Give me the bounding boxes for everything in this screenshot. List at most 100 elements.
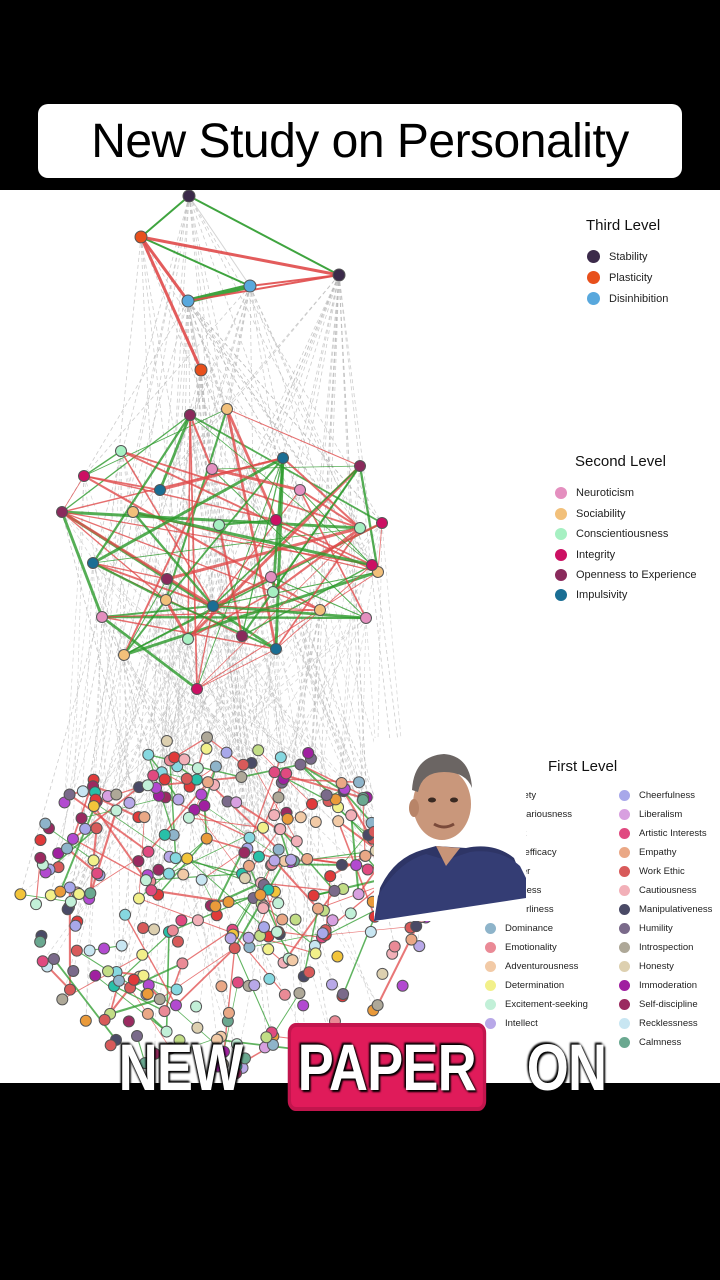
cross-level-edge: [141, 237, 165, 779]
legend-item-first-level: Introspection: [619, 942, 693, 953]
first-level-node: [68, 965, 79, 976]
first-level-node: [142, 988, 153, 999]
first-level-node: [202, 777, 213, 788]
first-level-node: [244, 832, 255, 843]
title-banner: New Study on Personality: [38, 104, 682, 178]
cross-level-edge: [216, 610, 320, 767]
first-level-node: [243, 932, 254, 943]
legend-item-first-level: Dominance: [485, 923, 553, 934]
legend-title-first: First Level: [548, 758, 617, 775]
legend-item-first-level: Work Ethic: [619, 866, 685, 877]
first-level-node: [275, 824, 286, 835]
first-level-node: [327, 915, 338, 926]
first-level-node: [64, 789, 75, 800]
cross-level-edge: [102, 196, 189, 617]
first-level-node: [279, 989, 290, 1000]
first-level-node: [120, 909, 131, 920]
first-level-node: [90, 970, 101, 981]
legend-dot: [555, 508, 567, 520]
first-level-node: [153, 864, 164, 875]
legend-dot: [485, 923, 496, 934]
first-level-node: [308, 890, 319, 901]
first-level-node: [176, 915, 187, 926]
presenter-video-inset: [374, 738, 526, 921]
second-level-node: [155, 485, 166, 496]
first-level-node: [295, 759, 306, 770]
second-level-node: [119, 650, 130, 661]
first-level-node: [99, 943, 110, 954]
first-level-node: [264, 973, 275, 984]
first-level-node: [253, 851, 264, 862]
first-level-node: [317, 928, 328, 939]
first-level-node: [259, 922, 270, 933]
second-level-node: [162, 574, 173, 585]
legend-dot: [619, 980, 630, 991]
first-level-node: [192, 763, 203, 774]
first-level-node: [336, 778, 347, 789]
first-level-node: [201, 833, 212, 844]
legend-dot: [619, 809, 630, 820]
first-level-node: [80, 823, 91, 834]
legend-item-first-level: Humility: [619, 923, 673, 934]
first-level-node: [167, 925, 178, 936]
cross-level-edge: [212, 286, 250, 469]
second-level-node: [116, 446, 127, 457]
second-level-node: [207, 464, 218, 475]
first-level-node: [31, 899, 42, 910]
first-level-node: [325, 871, 336, 882]
second-level-node: [367, 560, 378, 571]
first-level-node: [191, 774, 202, 785]
second-level-node: [377, 518, 388, 529]
first-level-node: [244, 860, 255, 871]
first-level-node: [48, 954, 59, 965]
first-level-node: [133, 856, 144, 867]
first-level-node: [231, 797, 242, 808]
first-level-node: [171, 984, 182, 995]
first-level-node: [307, 798, 318, 809]
first-level-node: [336, 859, 347, 870]
second-level-node: [315, 605, 326, 616]
first-level-node: [35, 936, 46, 947]
legend-dot: [587, 271, 600, 284]
cross-level-edge: [65, 563, 93, 802]
legend-item-first-level: Adventurousness: [485, 961, 578, 972]
first-level-node: [37, 956, 48, 967]
first-level-node: [229, 943, 240, 954]
legend-item-plasticity: Plasticity: [587, 271, 652, 284]
first-level-node: [76, 813, 87, 824]
legend-item-first-level: Emotionality: [485, 942, 557, 953]
first-level-node: [92, 868, 103, 879]
cross-level-edge: [119, 451, 121, 981]
first-level-node: [113, 975, 124, 986]
first-level-node: [236, 772, 247, 783]
first-level-node: [232, 977, 243, 988]
first-level-node: [143, 846, 154, 857]
network-figure: Third Level Stability Plasticity Disinhi…: [0, 190, 720, 1083]
second-level-edge: [190, 415, 197, 689]
legend-item-first-level: Empathy: [619, 847, 677, 858]
second-level-edge: [167, 528, 360, 579]
first-level-node: [191, 1001, 202, 1012]
legend-dot: [555, 487, 567, 499]
first-level-node: [170, 853, 181, 864]
first-level-node: [201, 743, 212, 754]
first-level-node: [179, 754, 190, 765]
first-level-node: [294, 988, 305, 999]
first-level-node: [159, 774, 170, 785]
second-level-edge: [62, 476, 84, 512]
second-level-edge: [283, 458, 360, 528]
first-level-node: [67, 833, 78, 844]
first-level-node: [142, 780, 153, 791]
first-level-node: [346, 810, 357, 821]
first-level-node: [202, 732, 213, 743]
legend-item-first-level: Honesty: [619, 961, 674, 972]
first-level-node: [216, 981, 227, 992]
second-level-node: [271, 644, 282, 655]
first-level-node: [223, 1007, 234, 1018]
first-level-node: [273, 792, 284, 803]
first-level-node: [149, 924, 160, 935]
second-level-node: [128, 507, 139, 518]
first-level-node: [238, 759, 249, 770]
first-level-node: [181, 773, 192, 784]
first-level-node: [55, 886, 66, 897]
